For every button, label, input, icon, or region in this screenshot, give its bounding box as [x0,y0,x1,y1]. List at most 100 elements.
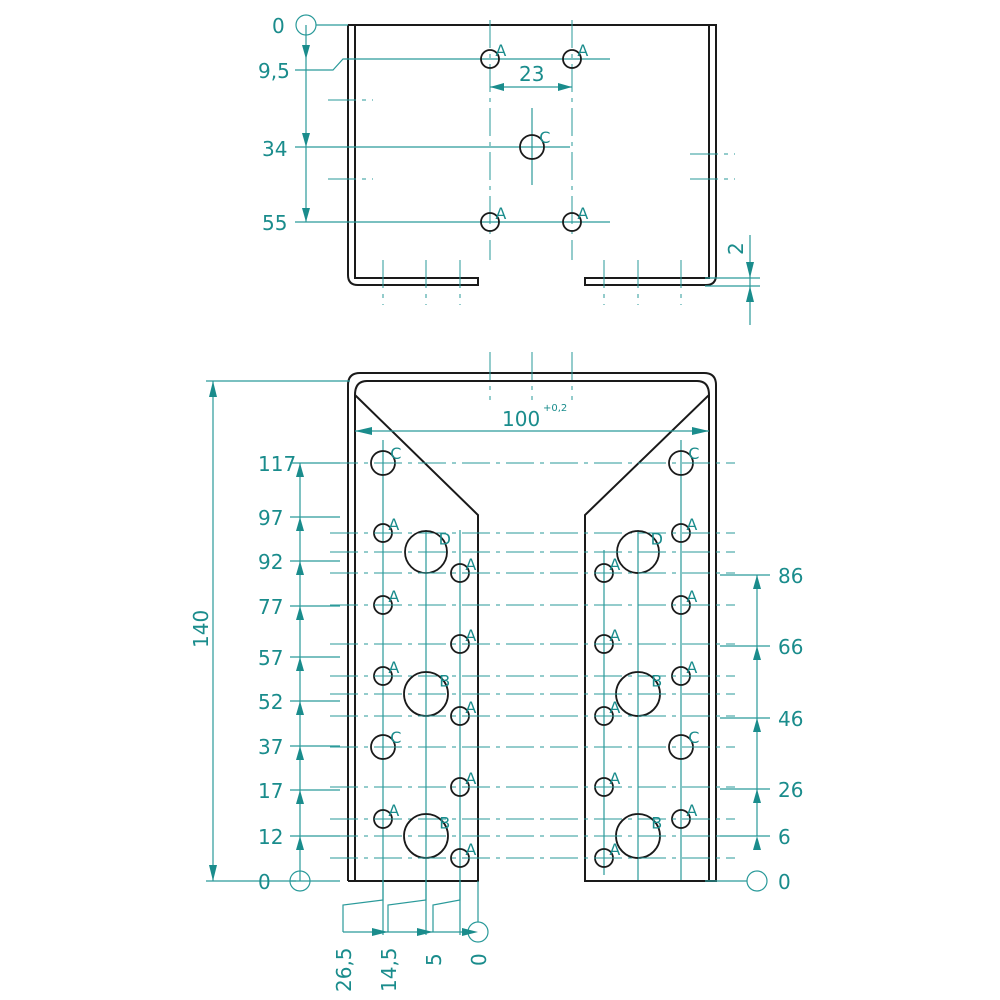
hole-a: A [373,515,399,543]
hole-a: A [594,555,620,583]
width-tolerance: +0,2 [543,403,567,414]
right-y-label: 46 [778,707,803,731]
hole-c: C [370,728,401,760]
right-y-label: 86 [778,564,803,588]
left-y-label: 57 [258,646,283,670]
hole-spacing-label: 23 [519,62,544,86]
hole-c: C [668,728,699,760]
y-label-9-5: 9,5 [258,59,290,83]
hole-circle [562,49,582,69]
hole-label: A [609,698,620,717]
hole-circle [562,212,582,232]
hole-a: A [594,840,620,868]
hole-label: A [465,769,476,788]
hole-a: A [373,801,399,829]
height-label: 140 [189,610,213,648]
hole-a: A [594,626,620,654]
width-label: 100 [502,407,540,431]
left-y-label: 92 [258,550,283,574]
hole-label: B [439,813,450,832]
hole-a: A [373,658,399,686]
hole-label: A [465,626,476,645]
right-y-label: 0 [778,870,791,894]
hole-d: D [616,530,663,574]
hole-label: A [465,698,476,717]
hole-label: A [388,801,399,820]
hole-a: A [450,840,476,868]
hole-label: A [465,555,476,574]
hole-circle [519,134,545,160]
left-y-label: 0 [258,870,271,894]
hole-label: D [651,530,663,549]
right-y-label: 26 [778,778,803,802]
hole-c: C [370,444,401,476]
hole-label: A [388,515,399,534]
hole-a: A [671,515,697,543]
hole-a: A [373,587,399,615]
datum-circle-right [746,870,768,892]
hole-a: A [480,204,506,232]
hole-a: A [594,769,620,797]
hole-c: C [519,128,550,160]
hole-label: D [439,530,451,549]
hole-label: C [390,728,401,747]
hole-label: B [439,671,450,690]
hole-label: A [609,555,620,574]
hole-circle [480,212,500,232]
left-y-label: 117 [258,452,296,476]
hole-label: C [688,444,699,463]
hole-label: A [388,658,399,677]
hole-a: A [671,658,697,686]
hole-a: A [480,41,506,69]
top-plate-outline [347,24,717,286]
left-y-label: 12 [258,825,283,849]
hole-label: A [495,204,506,223]
hole-label: A [577,204,588,223]
x-label-0: 0 [467,953,491,966]
hole-label: A [495,41,506,60]
top-view: 0 9,5 34 55 23 2 A A C A A [258,14,760,325]
hole-a: A [450,769,476,797]
y-label-34: 34 [262,137,287,161]
thickness-label: 2 [724,242,748,255]
hole-a: A [562,204,588,232]
left-y-label: 97 [258,506,283,530]
left-y-label: 77 [258,595,283,619]
y-label-55: 55 [262,211,287,235]
datum-label: 0 [272,14,285,38]
hole-label: A [686,515,697,534]
bracket-outline [347,372,717,882]
hole-label: A [609,840,620,859]
bottom-view: 140 100 +0,2 26,5 14,5 5 0 1179792775752… [189,352,803,992]
hole-label: A [577,41,588,60]
x-label-5: 5 [422,953,446,966]
hole-label: A [686,801,697,820]
hole-c: C [668,444,699,476]
hole-label: B [651,813,662,832]
hole-a: A [562,41,588,69]
hole-a: A [450,555,476,583]
hole-label: C [539,128,550,147]
hole-label: A [686,587,697,606]
hole-label: B [651,671,662,690]
hole-a: A [671,801,697,829]
hole-a: A [671,587,697,615]
hole-d: D [404,530,451,574]
hole-label: C [688,728,699,747]
right-y-label: 6 [778,825,791,849]
hole-label: A [388,587,399,606]
hole-label: A [686,658,697,677]
hole-label: A [465,840,476,859]
hole-label: A [609,626,620,645]
hole-a: A [594,698,620,726]
hole-label: C [390,444,401,463]
hole-circle [480,49,500,69]
right-y-label: 66 [778,635,803,659]
hole-a: A [450,626,476,654]
left-y-label: 17 [258,779,283,803]
left-y-label: 52 [258,690,283,714]
hole-a: A [450,698,476,726]
x-label-26-5: 26,5 [332,947,356,992]
hole-label: A [609,769,620,788]
